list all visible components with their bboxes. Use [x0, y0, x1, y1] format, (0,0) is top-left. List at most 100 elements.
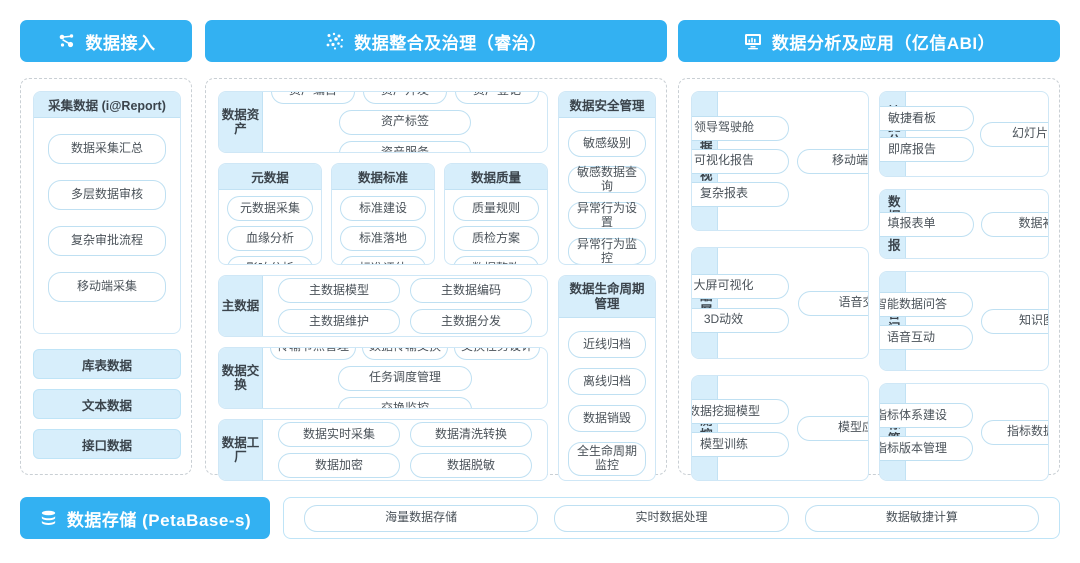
chip-model-apply[interactable]: 模型应用: [797, 415, 868, 441]
chip-data-desensitize[interactable]: 数据脱敏: [410, 453, 532, 478]
chip-sensitive-query[interactable]: 敏感数据查询: [568, 165, 646, 193]
rowcard-agile-analysis-label: 敏捷分析: [880, 92, 906, 176]
chip-data-transfer-exchange[interactable]: 数据传输交换: [362, 348, 448, 360]
chip-quality-rule[interactable]: 质量规则: [453, 196, 539, 221]
pill-text-data[interactable]: 文本数据: [33, 389, 181, 419]
card-data-security: 数据安全管理 敏感级别 敏感数据查询 异常行为设置 异常行为监控: [558, 91, 656, 265]
chip-metric-version-mgmt[interactable]: 指标版本管理: [880, 436, 973, 461]
header-ingest-label: 数据接入: [85, 33, 156, 53]
chip-metadata-collect[interactable]: 元数据采集: [227, 196, 313, 221]
chip-agile-dashboard[interactable]: 敏捷看板: [880, 106, 974, 131]
rowcard-mining: 预测挖掘 数据挖掘模型 模型训练 模型应用: [691, 375, 869, 481]
rowcard-data-asset: 数据资产 资产编目 资产开发 资产登记 资产标签 资产服务: [218, 91, 548, 153]
chip-knowledge-graph[interactable]: 知识图谱: [981, 308, 1048, 334]
chip-bigscreen-visual[interactable]: 大屏可视化: [692, 273, 789, 299]
rowcard-data-filling: 数据填报 填报表单 数据补录: [879, 189, 1049, 259]
chip-sensitive-level[interactable]: 敏感级别: [568, 130, 646, 157]
chip-mobile-display[interactable]: 移动端展现: [797, 148, 868, 174]
chip-impact-analysis[interactable]: 影响分析: [227, 256, 313, 264]
chip-data-rectify[interactable]: 数据整改: [453, 256, 539, 264]
chip-smart-data-qa[interactable]: 智能数据问答: [880, 292, 973, 317]
header-governance[interactable]: 数据整合及治理（睿治）: [205, 20, 667, 62]
rowcard-data-asset-label: 数据资产: [219, 92, 263, 152]
chip-asset-register[interactable]: 资产登记: [455, 92, 539, 104]
chip-quality-plan[interactable]: 质检方案: [453, 226, 539, 251]
pill-table-data[interactable]: 库表数据: [33, 349, 181, 379]
chip-multilayer-audit[interactable]: 多层数据审核: [48, 180, 166, 210]
chip-asset-tag[interactable]: 资产标签: [339, 109, 471, 135]
chip-standard-landing[interactable]: 标准落地: [340, 226, 426, 251]
chip-mining-model[interactable]: 数据挖掘模型: [692, 399, 789, 424]
chip-complex-report[interactable]: 复杂报表: [692, 181, 789, 207]
chip-agile-computing[interactable]: 数据敏捷计算: [804, 504, 1039, 532]
chip-master-model[interactable]: 主数据模型: [278, 278, 400, 303]
chip-abnormal-setting[interactable]: 异常行为设置: [568, 201, 646, 229]
chip-standard-build[interactable]: 标准建设: [340, 196, 426, 221]
chip-task-schedule-mgmt[interactable]: 任务调度管理: [338, 365, 472, 391]
chip-asset-dev[interactable]: 资产开发: [363, 92, 447, 104]
header-storage[interactable]: 数据存储 (PetaBase-s): [20, 497, 270, 539]
scatter-dots-icon: [325, 31, 345, 51]
chip-master-distribute[interactable]: 主数据分发: [410, 309, 532, 334]
chip-master-maintain[interactable]: 主数据维护: [278, 309, 400, 334]
chip-clean-transform[interactable]: 数据清洗转换: [410, 422, 532, 447]
chip-mass-storage[interactable]: 海量数据存储: [304, 504, 539, 532]
rowcard-visualization: 数据可视化 领导驾驶舱 可视化报告 复杂报表 移动端展现: [691, 91, 869, 231]
chip-visual-report[interactable]: 可视化报告: [692, 148, 789, 174]
card-data-quality: 数据质量 质量规则 质检方案 数据整改: [444, 163, 548, 265]
chip-exchange-monitor[interactable]: 交换监控: [338, 396, 472, 408]
card-data-security-title: 数据安全管理: [559, 92, 655, 118]
chip-lineage-analysis[interactable]: 血缘分析: [227, 226, 313, 251]
header-analysis[interactable]: 数据分析及应用（亿信ABI）: [678, 20, 1060, 62]
chip-voice-dialog[interactable]: 语音互动: [880, 325, 973, 350]
chip-transfer-node-mgmt[interactable]: 传输节点管理: [270, 348, 356, 360]
rowcard-metrics-mgmt: 指标管理 指标体系建设 指标版本管理 指标数据分析: [879, 383, 1049, 481]
card-metadata: 元数据 元数据采集 血缘分析 影响分析: [218, 163, 322, 265]
header-storage-label: 数据存储 (PetaBase-s): [66, 510, 252, 530]
chip-metric-system-build[interactable]: 指标体系建设: [880, 403, 973, 428]
chip-voice-interaction[interactable]: 语音交互: [797, 290, 868, 316]
chip-approval-flow[interactable]: 复杂审批流程: [48, 226, 166, 256]
chip-asset-service[interactable]: 资产服务: [339, 140, 471, 152]
chip-collect-summary[interactable]: 数据采集汇总: [48, 134, 166, 164]
chip-offline-archive[interactable]: 离线归档: [568, 368, 646, 395]
card-collect-data-title: 采集数据 (i@Report): [34, 92, 180, 118]
chip-realtime-collect[interactable]: 数据实时采集: [278, 422, 400, 447]
rowcard-data-factory-label: 数据工厂: [219, 420, 263, 480]
monitor-icon: [743, 31, 763, 51]
rowcard-data-exchange-label: 数据交换: [219, 348, 263, 408]
rowcard-metrics-mgmt-label: 指标管理: [880, 384, 906, 480]
chip-data-encrypt[interactable]: 数据加密: [278, 453, 400, 478]
chip-metric-data-analysis[interactable]: 指标数据分析: [981, 419, 1048, 445]
rowcard-smart-qa-label: 智问: [880, 272, 906, 370]
chip-asset-catalog[interactable]: 资产编目: [271, 92, 355, 104]
chip-slide-report[interactable]: 幻灯片报告: [980, 121, 1048, 147]
chip-leader-cockpit[interactable]: 领导驾驶舱: [692, 115, 789, 141]
chip-filling-form[interactable]: 填报表单: [880, 211, 974, 237]
rowcard-data-exchange: 数据交换 传输节点管理 数据传输交换 交换任务设计 任务调度管理 交换监控: [218, 347, 548, 409]
chip-exchange-task-design[interactable]: 交换任务设计: [454, 348, 540, 360]
chip-adhoc-report[interactable]: 即席报告: [880, 137, 974, 162]
chip-nearline-archive[interactable]: 近线归档: [568, 331, 646, 358]
chip-data-supplement[interactable]: 数据补录: [980, 211, 1048, 237]
pill-api-data[interactable]: 接口数据: [33, 429, 181, 459]
chip-3d-effects[interactable]: 3D动效: [692, 307, 789, 333]
chip-fulllifecycle-monitor[interactable]: 全生命周期监控: [568, 442, 646, 476]
card-metadata-title: 元数据: [219, 164, 321, 190]
chip-mobile-collect[interactable]: 移动端采集: [48, 272, 166, 302]
chip-model-training[interactable]: 模型训练: [692, 432, 789, 457]
panel-analysis: 数据可视化 领导驾驶舱 可视化报告 复杂报表 移动端展现 酷屏 大屏可视化 3D…: [678, 78, 1060, 481]
rowcard-master-data-label: 主数据: [219, 276, 263, 336]
chip-data-destroy[interactable]: 数据销毁: [568, 405, 646, 432]
rowcard-agile-analysis: 敏捷分析 敏捷看板 即席报告 幻灯片报告: [879, 91, 1049, 177]
chip-abnormal-monitor[interactable]: 异常行为监控: [568, 237, 646, 264]
chip-realtime-processing[interactable]: 实时数据处理: [554, 504, 789, 532]
chip-standard-assess[interactable]: 标准评估: [340, 256, 426, 264]
rowcard-coolscreen-label: 酷屏: [692, 248, 718, 358]
card-data-standard-title: 数据标准: [332, 164, 434, 190]
header-ingest[interactable]: 数据接入: [20, 20, 192, 62]
database-stack-icon: [39, 509, 58, 528]
nodes-network-icon: [57, 31, 77, 51]
chip-master-code[interactable]: 主数据编码: [410, 278, 532, 303]
